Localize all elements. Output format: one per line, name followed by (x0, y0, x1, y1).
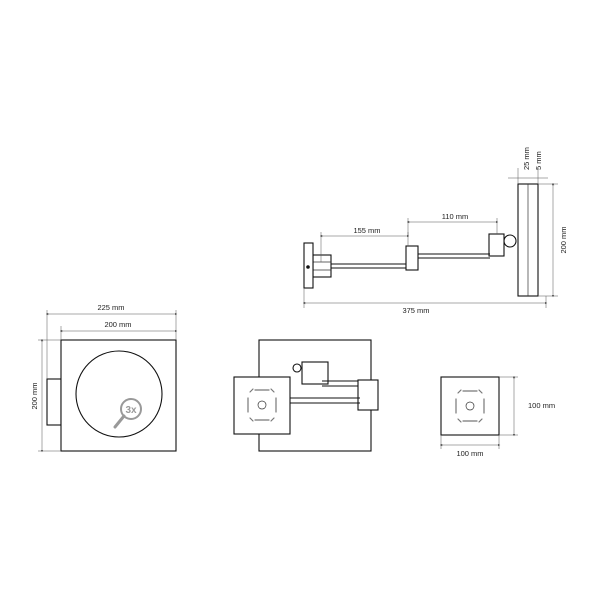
dim-225: 225 mm (97, 303, 124, 312)
front-view: 3x 225 mm 200 mm 200 mm (30, 303, 178, 453)
front-mirror-circle (75, 350, 163, 438)
plate-view: 100 mm 100 mm (439, 375, 555, 458)
dim-front-height: 200 mm (30, 382, 39, 409)
dim-side-height: 200 mm (559, 226, 568, 253)
dim-front-width: 200 mm (104, 320, 131, 329)
dim-375: 375 mm (402, 306, 429, 315)
dim-plate-width: 100 mm (456, 449, 483, 458)
side-view: 155 mm 110 mm 25 mm 5 mm 200 mm 375 mm (302, 147, 568, 315)
rear-upper-joint (301, 361, 329, 385)
dim-plate-height: 100 mm (528, 401, 555, 410)
side-hinge (503, 234, 517, 248)
side-hinge-block (488, 233, 505, 257)
dim-25: 25 mm (522, 147, 531, 170)
rear-right-joint (357, 379, 379, 411)
dim-155: 155 mm (353, 226, 380, 235)
rear-view (233, 339, 379, 452)
front-side-tab (46, 378, 62, 426)
dim-110: 110 mm (442, 212, 469, 221)
plate-square (440, 376, 500, 436)
side-mid-joint (405, 245, 419, 271)
rear-plate-pattern (247, 388, 277, 422)
dim-5: 5 mm (534, 151, 543, 170)
rear-wall-plate (233, 376, 291, 435)
magnifier-icon: 3x (113, 398, 142, 429)
side-wall-joint (312, 254, 332, 278)
magnification-label: 3x (125, 405, 137, 416)
plate-pattern (455, 389, 485, 423)
